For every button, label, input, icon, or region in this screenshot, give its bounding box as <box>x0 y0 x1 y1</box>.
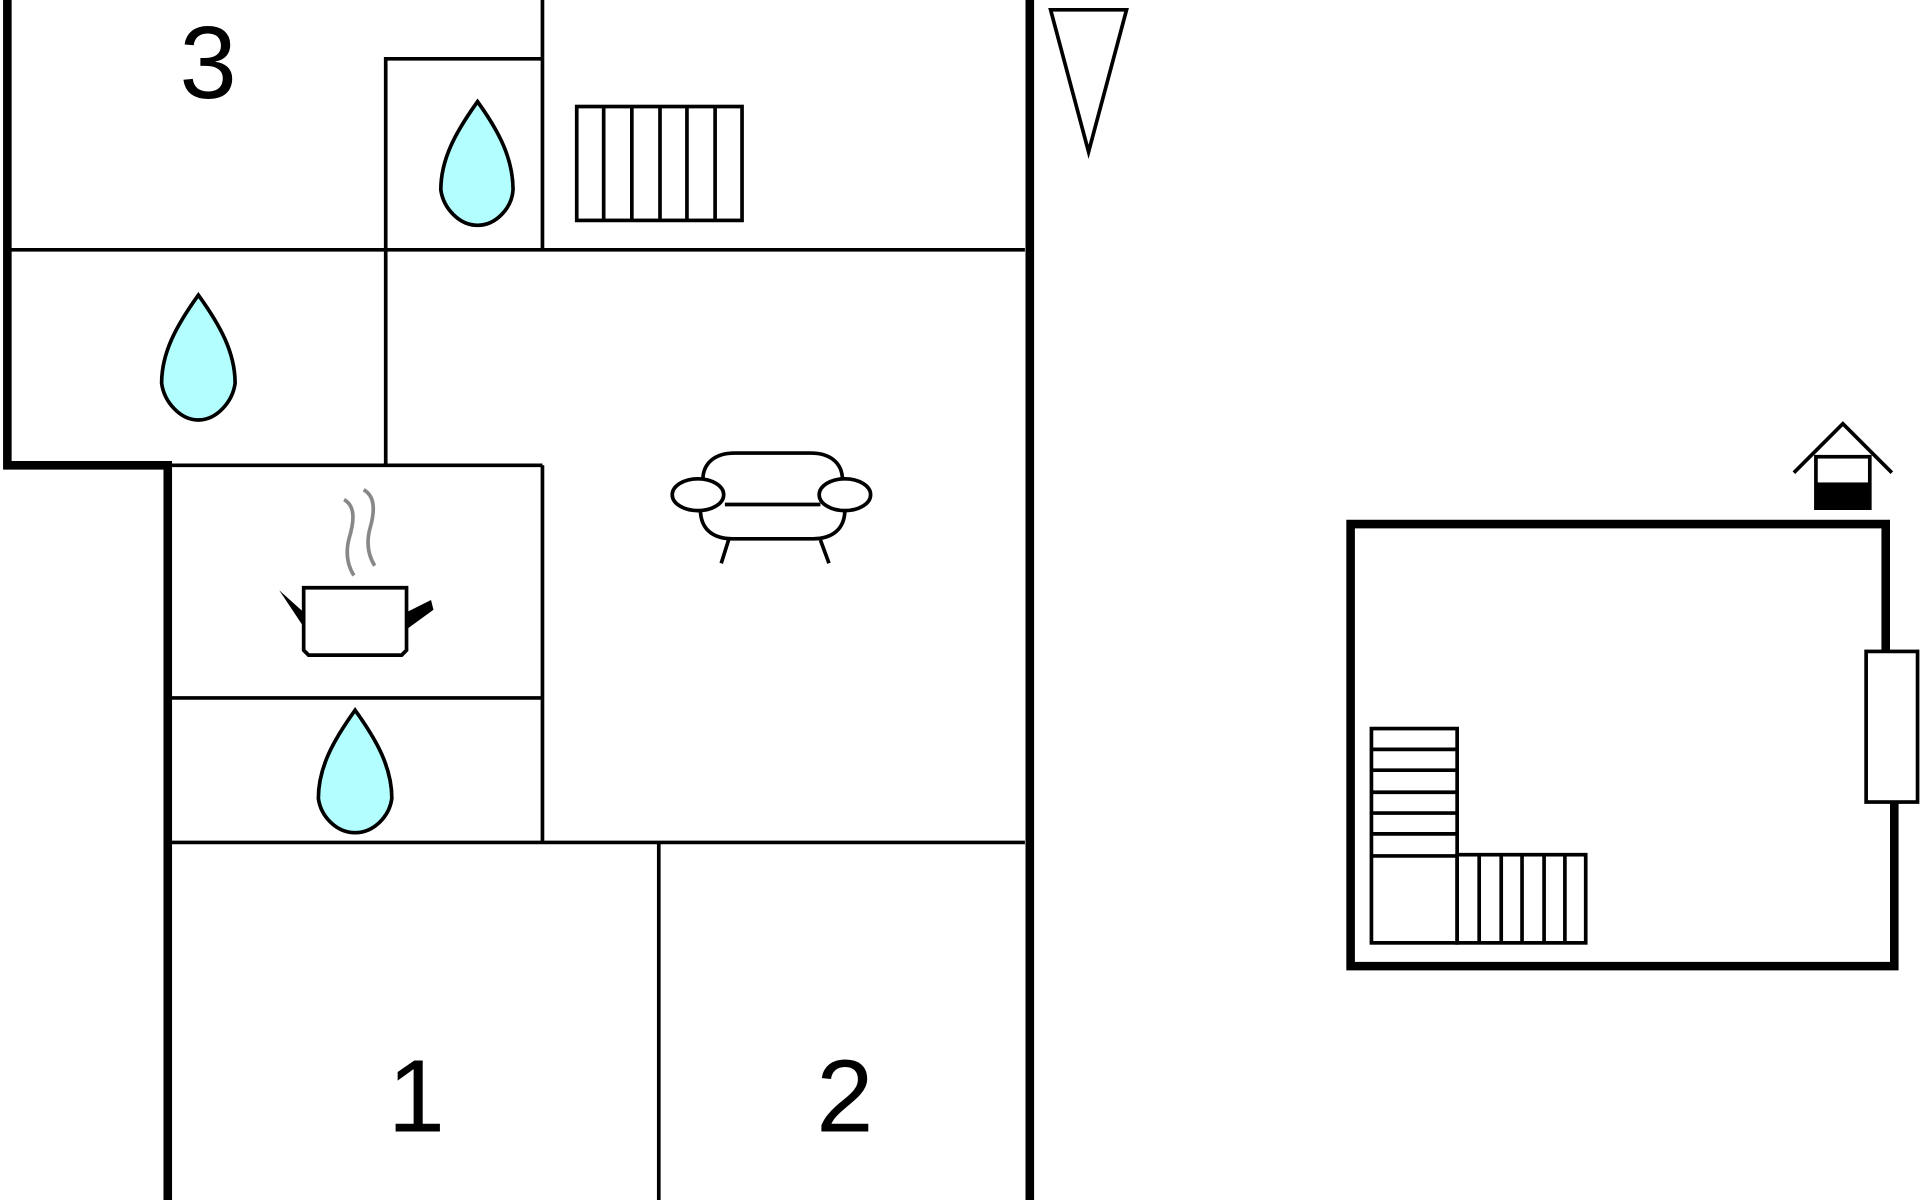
outbuilding <box>1346 421 1920 971</box>
sofa-icon <box>670 451 873 564</box>
radiator-icon <box>574 104 744 223</box>
bathroom-drop-icon <box>316 707 394 835</box>
kitchen-pot-icon <box>279 488 434 657</box>
bathroom-drop-icon <box>438 98 515 228</box>
north-arrow-icon <box>1048 7 1129 159</box>
window-icon <box>1864 649 1920 804</box>
room-label-2: 2 <box>816 1038 873 1153</box>
room-label-1: 1 <box>388 1038 445 1153</box>
main-house-walls <box>3 0 1035 1200</box>
outbuilding-house-icon <box>1792 421 1894 510</box>
bathroom-drop-icon <box>159 291 237 422</box>
room-label-3: 3 <box>180 5 237 120</box>
stairs-icon <box>1369 726 1588 945</box>
